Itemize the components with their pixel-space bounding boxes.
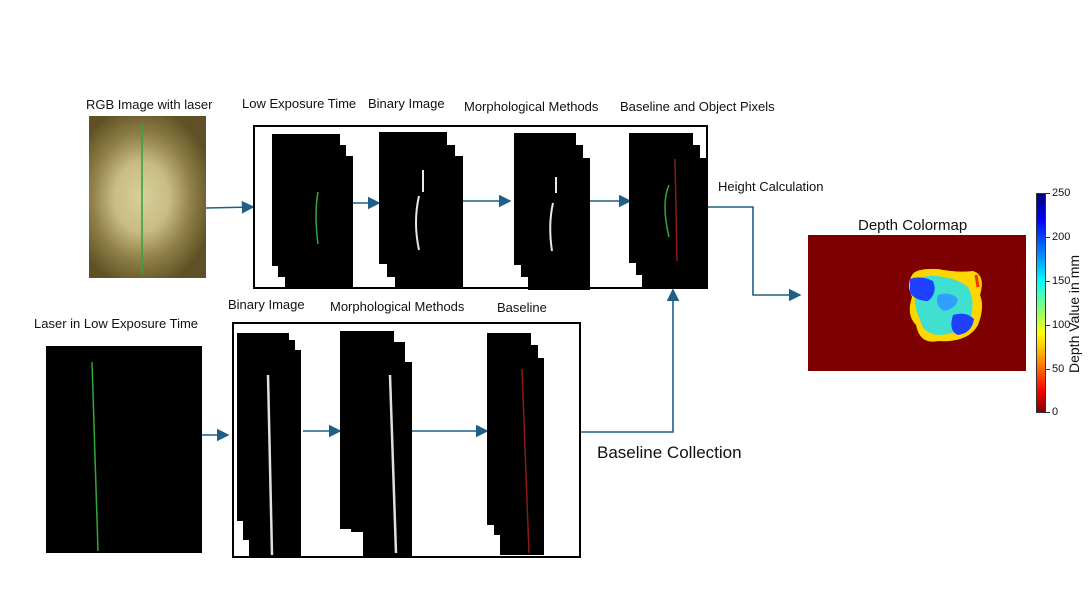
baseline-object-label: Baseline and Object Pixels	[620, 99, 775, 114]
colorbar-tick-label: 200	[1052, 231, 1071, 243]
colorbar-tick	[1046, 325, 1050, 326]
baseline-label: Baseline	[497, 300, 547, 315]
arrow-baseline-collection-up	[580, 288, 680, 433]
binary-image-label-bottom: Binary Image	[228, 297, 305, 312]
colorbar-tick-label: 100	[1052, 319, 1071, 331]
binary-bottom-line	[266, 374, 274, 556]
depth-colormap-image	[808, 235, 1026, 371]
bottom-pipeline-box	[232, 322, 581, 558]
depth-colormap-title: Depth Colormap	[858, 217, 968, 234]
arrow-rgb-to-low	[205, 200, 255, 214]
rgb-image	[89, 116, 206, 278]
colorbar-tick	[1046, 412, 1050, 413]
binary-image-top	[379, 132, 447, 264]
low-exposure-label: Low Exposure Time	[242, 96, 357, 111]
morphological-image-bottom	[340, 331, 394, 529]
morphological-label-top: Morphological Methods	[464, 99, 599, 114]
baseline-collection-label: Baseline Collection	[597, 443, 742, 462]
colorbar-tick-label: 150	[1052, 275, 1071, 287]
arrow-height-to-depth	[708, 206, 802, 302]
colorbar-tick	[1046, 281, 1050, 282]
colorbar-tick	[1046, 193, 1050, 194]
laser-low-label: Laser in Low Exposure Time	[34, 316, 199, 331]
colorbar-tick-label: 0	[1052, 406, 1059, 418]
rgb-label: RGB Image with laser	[86, 97, 213, 112]
morphological-image-top	[514, 133, 576, 265]
depth-colorbar	[1036, 193, 1046, 413]
laser-low-exposure-image	[46, 346, 202, 553]
colorbar-tick	[1046, 237, 1050, 238]
colorbar-label: Depth Value in mm	[1066, 254, 1082, 373]
morphological-label-bottom: Morphological Methods	[330, 299, 465, 314]
binary-image-bottom	[237, 333, 289, 521]
colorbar-tick-label: 250	[1052, 187, 1071, 199]
baseline-bottom-line	[521, 368, 530, 554]
colorbar-tick	[1046, 369, 1050, 370]
binary-image-label-top: Binary Image	[368, 96, 445, 111]
height-calculation-label: Height Calculation	[718, 179, 824, 194]
morph-bottom-line	[388, 374, 398, 554]
top-pipeline-box	[253, 125, 708, 289]
baseline-object-image	[629, 133, 693, 263]
laser-line	[141, 124, 143, 274]
low-exposure-image	[272, 134, 340, 266]
colorbar-tick-label: 50	[1052, 363, 1065, 375]
